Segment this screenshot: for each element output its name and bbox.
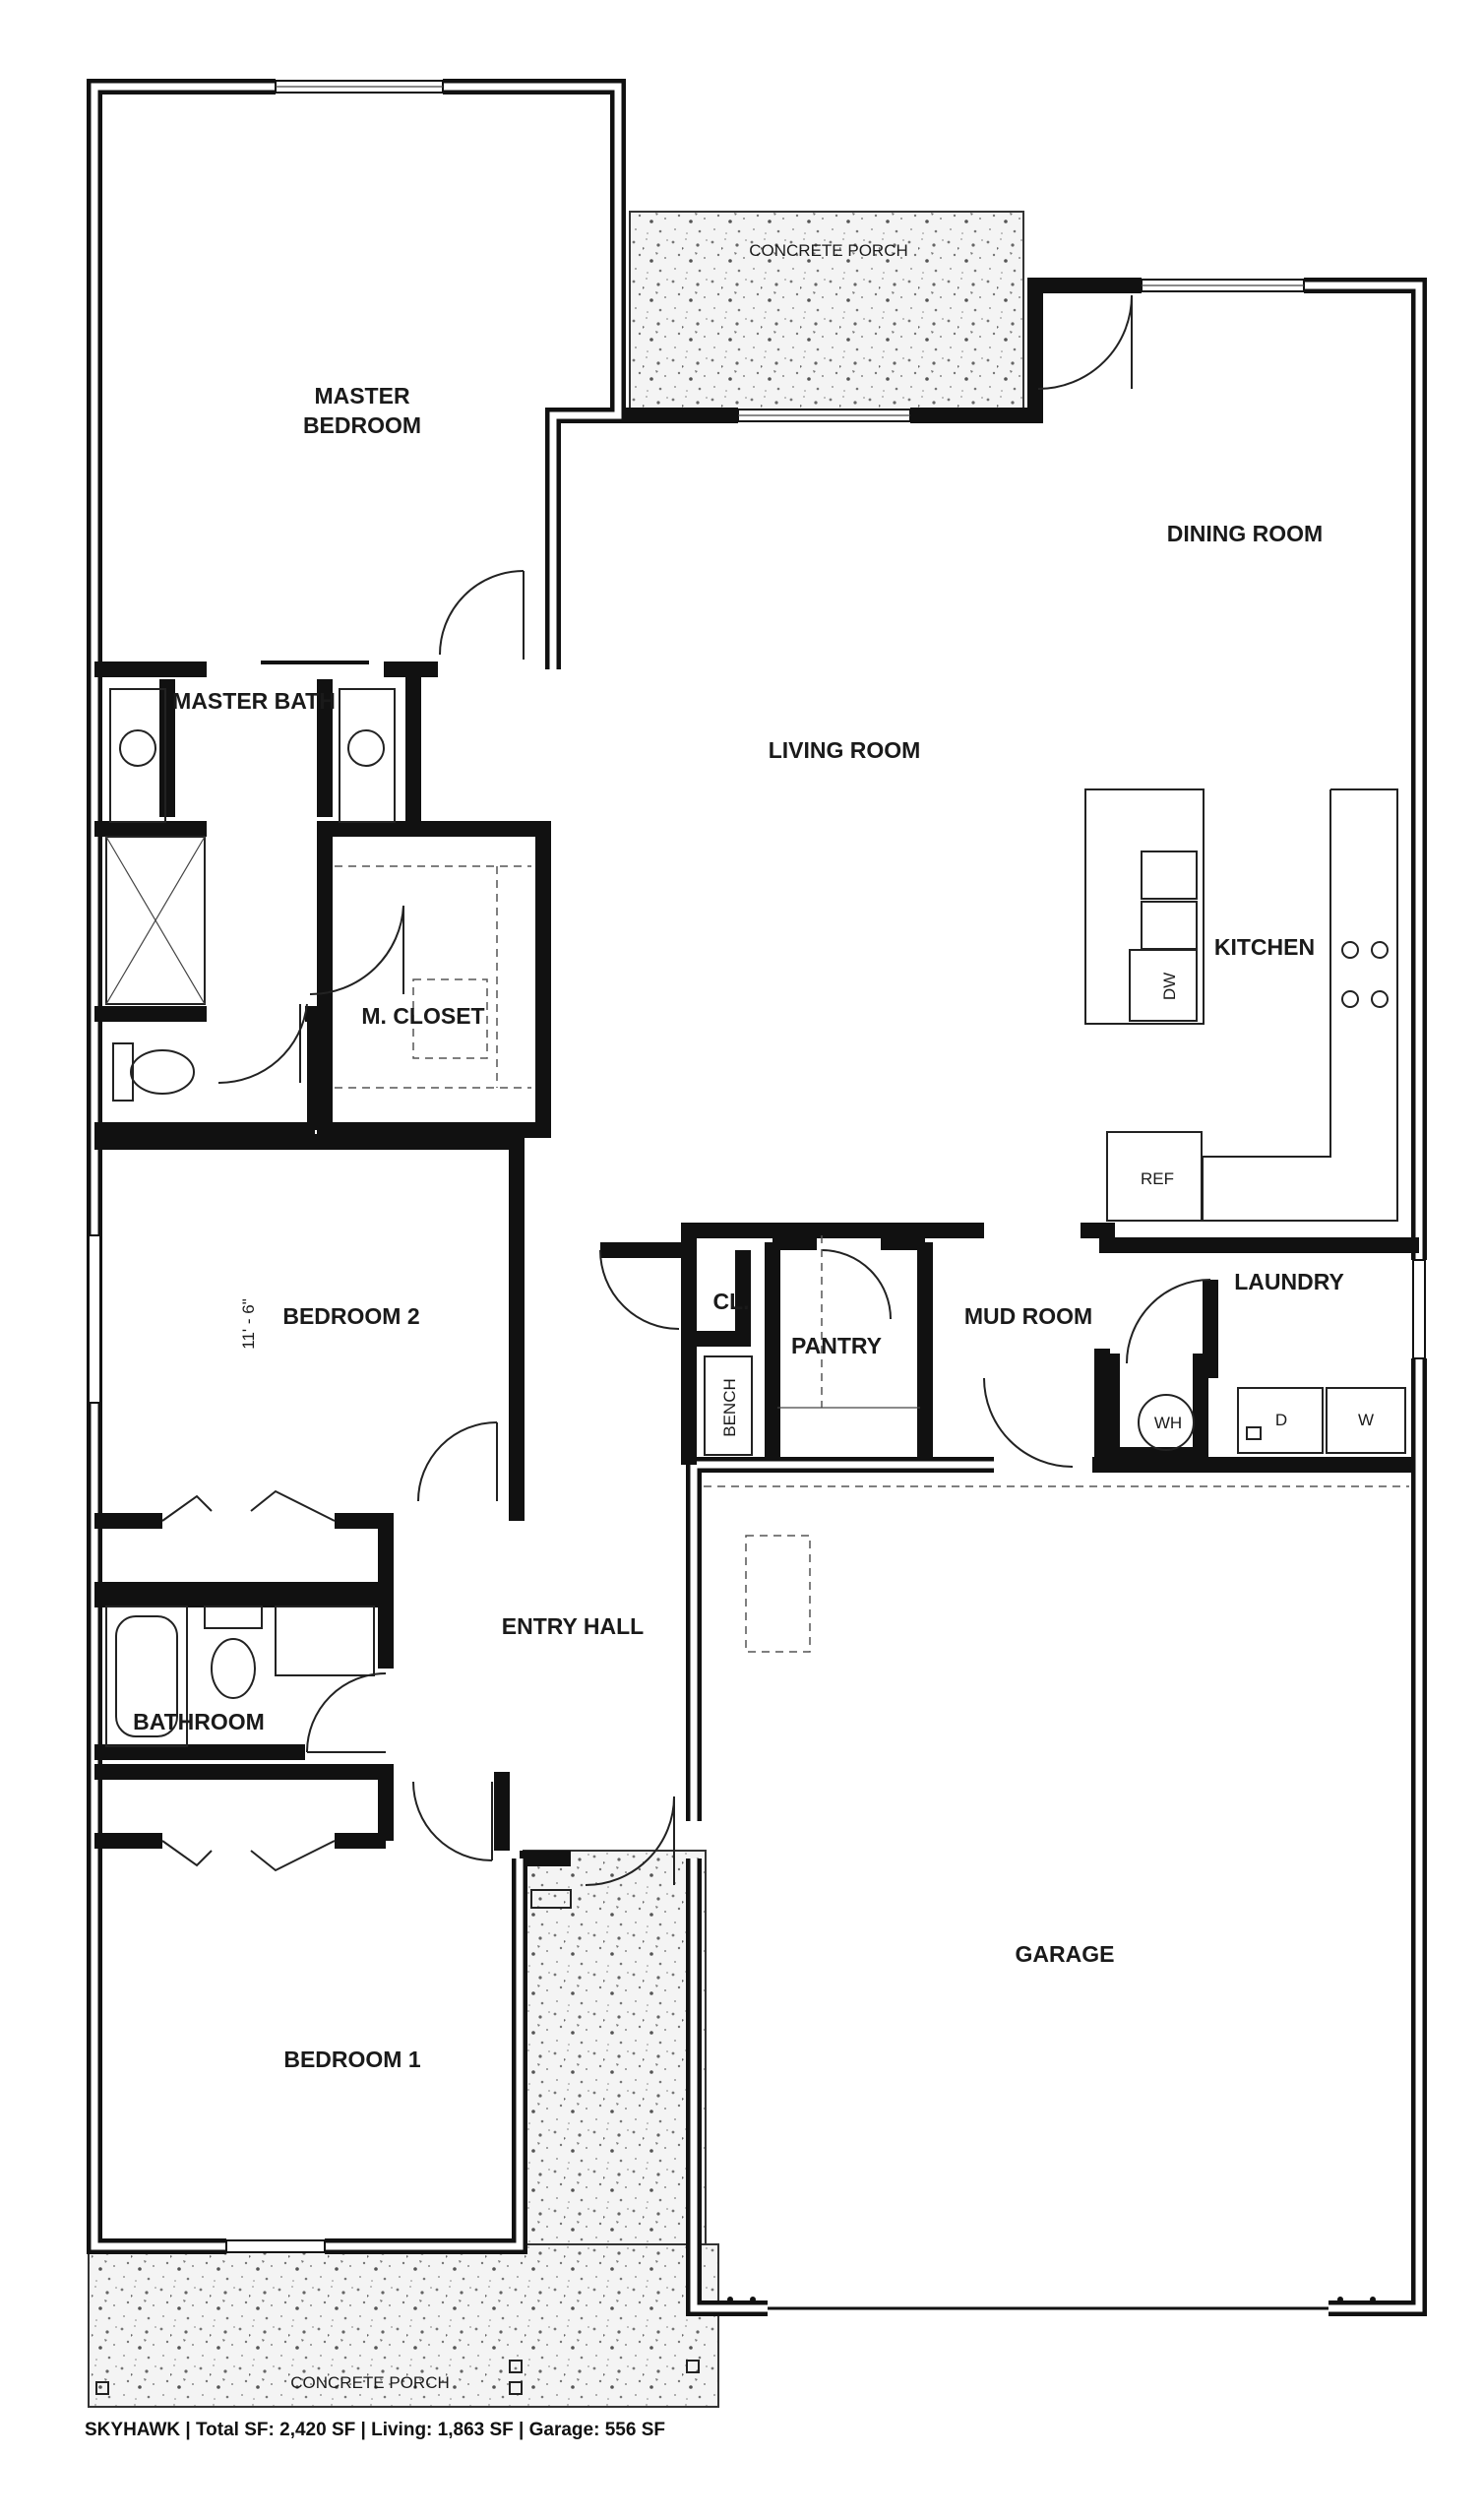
label-dimension: 11' - 6" xyxy=(239,1298,258,1350)
label-bathroom: BATHROOM xyxy=(133,1709,265,1734)
porch-bottom xyxy=(88,1850,719,2408)
label-concrete-porch-bottom: CONCRETE PORCH xyxy=(290,2373,450,2392)
label-dryer: D xyxy=(1275,1411,1287,1429)
label-kitchen: KITCHEN xyxy=(1214,934,1315,960)
label-master-bedroom-line2: BEDROOM xyxy=(303,412,421,438)
label-bench: BENCH xyxy=(720,1378,739,1437)
label-ref: REF xyxy=(1141,1169,1174,1188)
label-laundry: LAUNDRY xyxy=(1234,1269,1344,1294)
label-washer: W xyxy=(1358,1411,1374,1429)
door-swings xyxy=(161,294,1211,1886)
label-closet: CL. xyxy=(712,1289,749,1314)
label-master-bedroom-line1: MASTER xyxy=(314,383,410,409)
label-garage: GARAGE xyxy=(1016,1941,1115,1967)
label-master-bath: MASTER BATH xyxy=(172,688,336,714)
room-labels: MASTER BEDROOM MASTER BATH M. CLOSET LIV… xyxy=(133,241,1344,2392)
label-concrete-porch-top: CONCRETE PORCH xyxy=(749,241,908,260)
interior-walls xyxy=(94,662,1419,1851)
label-dw: DW xyxy=(1160,973,1179,1000)
label-m-closet: M. CLOSET xyxy=(361,1003,484,1029)
label-bedroom-2: BEDROOM 2 xyxy=(282,1303,419,1329)
fixture-labels: DW REF WH D W BENCH 11' - 6" xyxy=(239,973,1374,1437)
label-bedroom-1: BEDROOM 1 xyxy=(283,2047,421,2072)
label-pantry: PANTRY xyxy=(791,1333,882,1358)
label-entry-hall: ENTRY HALL xyxy=(502,1613,644,1639)
label-mud-room: MUD ROOM xyxy=(964,1303,1092,1329)
label-wh: WH xyxy=(1154,1414,1182,1432)
label-living-room: LIVING ROOM xyxy=(769,737,921,763)
fixtures xyxy=(105,688,1406,2302)
windows xyxy=(88,80,1426,2310)
plan-footer: SKYHAWK | Total SF: 2,420 SF | Living: 1… xyxy=(85,2420,665,2440)
label-dining-room: DINING ROOM xyxy=(1167,521,1323,546)
porch-top xyxy=(629,211,1024,414)
